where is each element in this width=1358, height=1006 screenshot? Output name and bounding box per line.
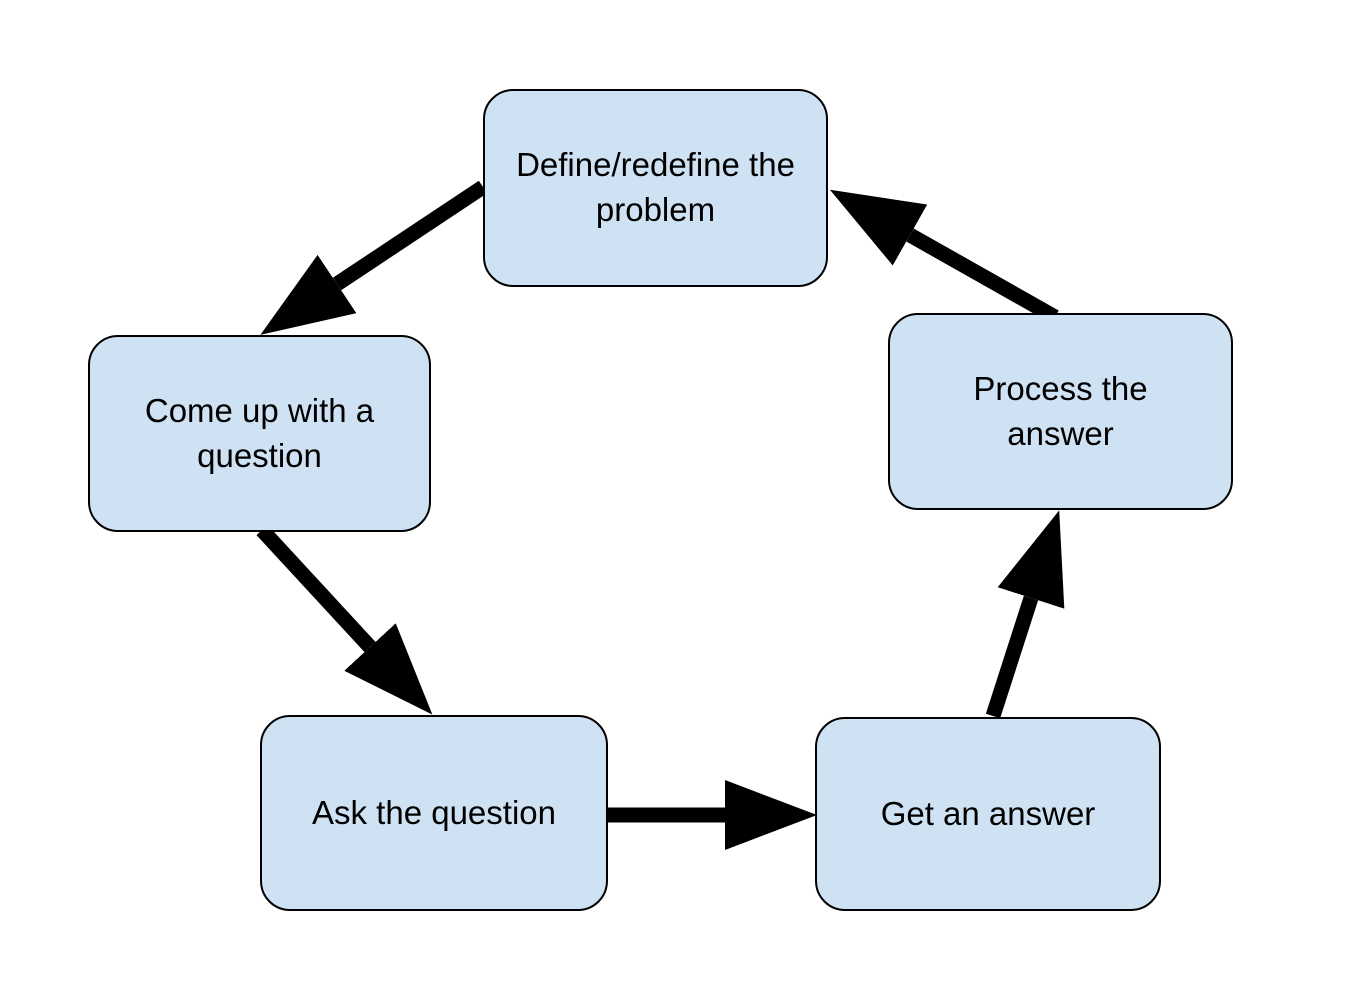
arrow-get-to-process bbox=[985, 510, 1065, 719]
node-come-up-with-question-label: Come up with a question bbox=[144, 391, 375, 474]
node-define-redefine-problem-label: Define/redefine the problem bbox=[516, 146, 795, 228]
node-ask-the-question-label: Ask the question bbox=[312, 793, 556, 831]
node-get-an-answer: Get an answer bbox=[815, 717, 1161, 911]
node-process-the-answer-label: Process the answer bbox=[973, 369, 1148, 452]
node-process-the-answer: Process the answer bbox=[888, 313, 1233, 510]
node-come-up-with-question: Come up with a question bbox=[88, 335, 431, 532]
node-ask-the-question: Ask the question bbox=[260, 715, 608, 911]
node-get-an-answer-label: Get an answer bbox=[880, 794, 1096, 832]
arrow-define-to-come-up bbox=[260, 180, 488, 335]
arrow-come-up-to-ask bbox=[256, 524, 433, 715]
node-define-redefine-problem: Define/redefine the problem bbox=[483, 89, 828, 287]
arrow-process-to-define bbox=[829, 189, 1059, 324]
